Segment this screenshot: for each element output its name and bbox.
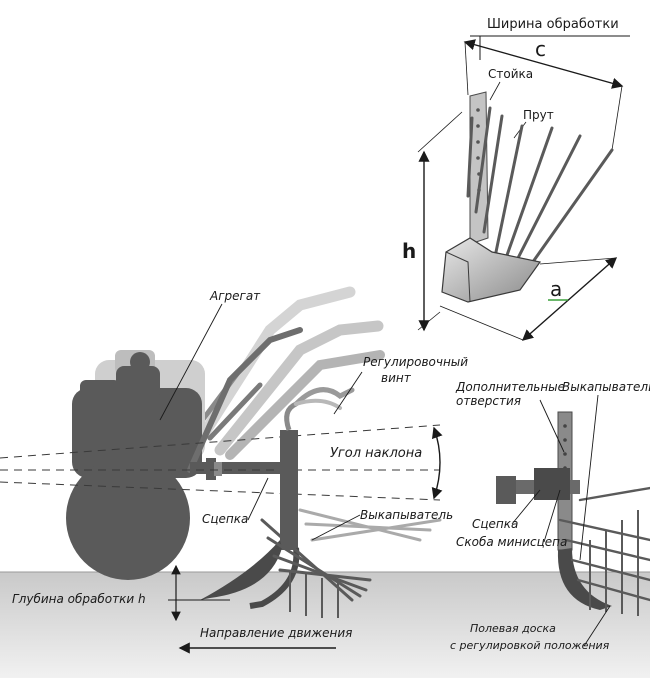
ground-surface <box>0 572 650 678</box>
label-h: h <box>402 239 416 263</box>
label-skoba: Скоба минисцепа <box>456 535 567 549</box>
label-stoyka: Стойка <box>488 67 533 81</box>
angle-arc <box>431 426 443 500</box>
main-handle <box>187 327 303 473</box>
wheel <box>66 456 190 580</box>
motoblock-engine <box>72 352 202 478</box>
label-regul-2: винт <box>381 371 412 385</box>
angle-dash-lines <box>0 424 441 501</box>
rods <box>466 106 614 268</box>
left-digger <box>200 387 442 618</box>
coupling-bar <box>190 462 282 474</box>
label-doska-2: с регулировкой положения <box>450 639 610 652</box>
dimension-c <box>463 39 624 89</box>
label-prut: Прут <box>523 108 554 122</box>
label-doska-1: Полевая доска <box>470 622 556 635</box>
label-dop-2: отверстия <box>456 394 521 408</box>
label-dop-1: Дополнительные <box>455 380 565 394</box>
label-napravlenie: Направление движения <box>200 626 352 640</box>
label-ugol: Угол наклона <box>330 446 422 461</box>
label-glubina: Глубина обработки h <box>12 592 146 606</box>
title-shirina: Ширина обработки <box>487 17 619 32</box>
label-vykap-right: Выкапыватель <box>562 380 650 394</box>
stand-shape <box>469 91 489 245</box>
digger-detail: Ширина обработки c Стойка Прут <box>402 17 630 341</box>
ghost-handles <box>192 286 385 460</box>
dimension-a <box>521 257 618 341</box>
label-vykap-left: Выкапыватель <box>360 508 453 522</box>
label-scepka: Сцепка <box>202 512 248 526</box>
label-agregat: Агрегат <box>209 289 261 303</box>
label-regul-1: Регулировочный <box>363 355 468 369</box>
label-c: c <box>535 37 546 61</box>
label-a: a <box>550 277 562 301</box>
blade-shape <box>441 237 542 303</box>
labels-main: Агрегат Регулировочный винт Угол наклона… <box>12 289 650 654</box>
label-scepka-right: Сцепка <box>472 517 518 531</box>
